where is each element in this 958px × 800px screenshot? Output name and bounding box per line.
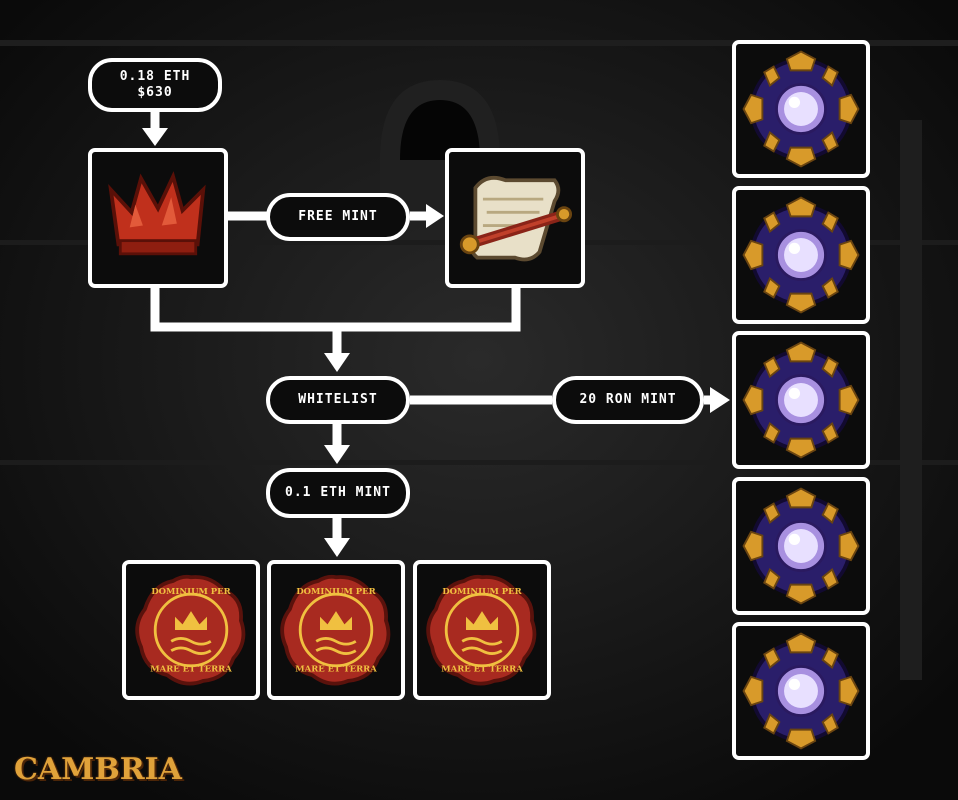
- seal-top-text: DOMINIUM PER: [151, 586, 231, 596]
- purple-orb-emblem-icon: [742, 341, 860, 459]
- orb-box: [732, 331, 870, 469]
- orb-box: [732, 186, 870, 324]
- seal-top-text: DOMINIUM PER: [296, 586, 376, 596]
- ron-mint-label: 20 RON MINT: [579, 392, 677, 407]
- seal-top-text: DOMINIUM PER: [442, 586, 522, 596]
- scroll-icon: [459, 175, 573, 262]
- seal-bottom-text: MARE ET TERRA: [150, 663, 232, 673]
- eth-mint-pill: 0.1 ETH MINT: [266, 468, 410, 518]
- purple-orb-emblem-icon: [742, 487, 860, 605]
- purple-orb-emblem-icon: [742, 50, 860, 168]
- orb-box: [732, 40, 870, 178]
- whitelist-label: WHITELIST: [298, 392, 378, 407]
- wax-seal-icon: DOMINIUM PER MARE ET TERRA: [426, 574, 537, 686]
- cambria-logo: CAMBRIA: [14, 752, 182, 787]
- red-crown-icon: [108, 171, 206, 256]
- seal-box: DOMINIUM PER MARE ET TERRA: [413, 560, 551, 700]
- price-usd: $630: [137, 85, 173, 100]
- seal-bottom-text: MARE ET TERRA: [441, 663, 523, 673]
- seal-bottom-text: MARE ET TERRA: [295, 663, 377, 673]
- orb-box: [732, 477, 870, 615]
- orb-box: [732, 622, 870, 760]
- seal-box: DOMINIUM PER MARE ET TERRA: [122, 560, 260, 700]
- purple-orb-emblem-icon: [742, 632, 860, 750]
- scroll-box: [445, 148, 585, 288]
- seal-box: DOMINIUM PER MARE ET TERRA: [267, 560, 405, 700]
- wax-seal-icon: DOMINIUM PER MARE ET TERRA: [280, 574, 391, 686]
- price-pill: 0.18 ETH $630: [88, 58, 222, 112]
- free-mint-pill: FREE MINT: [266, 193, 410, 241]
- wax-seal-icon: DOMINIUM PER MARE ET TERRA: [135, 574, 246, 686]
- price-eth: 0.18 ETH: [119, 69, 191, 84]
- free-mint-label: FREE MINT: [298, 209, 378, 224]
- ron-mint-pill: 20 RON MINT: [552, 376, 704, 424]
- crown-box: [88, 148, 228, 288]
- eth-mint-label: 0.1 ETH MINT: [285, 485, 391, 500]
- purple-orb-emblem-icon: [742, 196, 860, 314]
- whitelist-pill: WHITELIST: [266, 376, 410, 424]
